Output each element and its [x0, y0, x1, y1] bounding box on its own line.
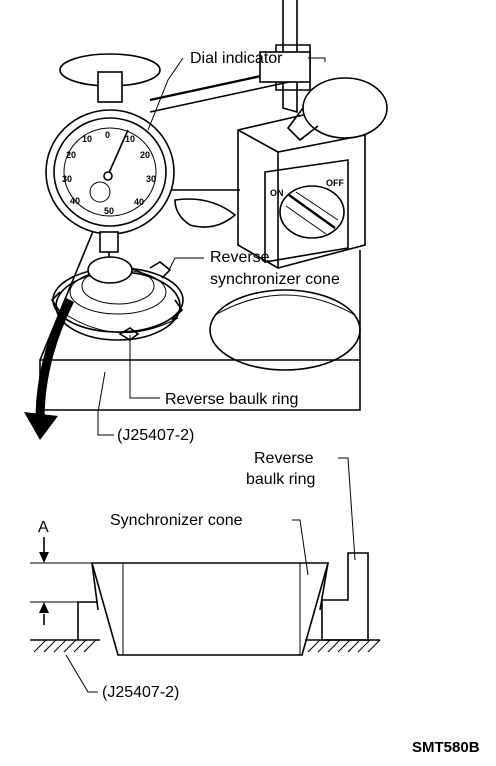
svg-text:40: 40 — [70, 196, 80, 206]
label-reverse-baulk-ring-top: Reverse baulk ring — [165, 391, 298, 408]
label-synchronizer-cone: Synchronizer cone — [110, 512, 243, 529]
leader-baulk-ring — [129, 335, 160, 399]
magnetic-base: ON OFF — [237, 109, 366, 269]
svg-text:30: 30 — [146, 174, 156, 184]
figure-code: SMT580B — [412, 739, 480, 756]
holder-clamp — [259, 51, 311, 83]
label-tool-bottom: (J25407-2) — [102, 684, 179, 701]
dial-indicator: 0 10 20 30 40 50 40 30 20 10 — [45, 53, 175, 268]
svg-text:0: 0 — [105, 130, 110, 140]
ground-hatch-right — [305, 639, 381, 653]
holder-knob — [302, 77, 388, 139]
leader-sync-cone — [167, 257, 204, 273]
switch-on-label: ON — [270, 188, 284, 198]
svg-text:30: 30 — [62, 174, 72, 184]
baulk-ring-section — [321, 552, 369, 641]
dimension-a: A — [30, 519, 92, 625]
svg-text:10: 10 — [125, 134, 135, 144]
label-reverse-baulk-ring-line1: Reverse — [254, 450, 314, 467]
svg-text:10: 10 — [82, 134, 92, 144]
svg-text:20: 20 — [66, 150, 76, 160]
base-plate-hole — [209, 289, 361, 371]
dial-needle — [107, 129, 129, 176]
label-dial-indicator: Dial indicator — [190, 50, 283, 67]
leader-tool-top — [97, 371, 114, 436]
upper-illustration: ON OFF 0 10 20 — [24, 0, 388, 444]
label-tool-top: (J25407-2) — [117, 427, 194, 444]
label-reverse-sync-cone-line1: Reverse — [210, 249, 270, 266]
direction-arrow — [24, 297, 75, 440]
dial-face-numbers: 0 10 20 30 40 50 40 30 20 10 — [62, 130, 156, 216]
synchronizer-assembly — [50, 256, 184, 341]
leader-sync-cone-bottom — [292, 519, 309, 576]
leader-tool-bottom — [65, 654, 98, 693]
svg-text:20: 20 — [140, 150, 150, 160]
dial-sub-gauge — [89, 181, 111, 203]
leader-dial-indicator — [147, 57, 184, 131]
label-reverse-sync-cone-line2: synchronizer cone — [210, 271, 340, 288]
synchronizer-cone-section — [90, 562, 330, 656]
label-reverse-baulk-ring-line2: baulk ring — [246, 471, 315, 488]
svg-text:50: 50 — [104, 206, 114, 216]
dimension-a-label: A — [38, 519, 49, 536]
indicator-stand-post — [149, 0, 388, 142]
ground-hatch-left — [30, 639, 100, 653]
base-plate-upper-hole — [174, 198, 237, 228]
switch-off-label: OFF — [326, 178, 344, 188]
cross-section-diagram: A Reverse baulk ring Synchronizer cone (… — [30, 450, 381, 701]
svg-text:40: 40 — [134, 197, 144, 207]
leader-baulk-ring-bottom — [338, 457, 356, 561]
